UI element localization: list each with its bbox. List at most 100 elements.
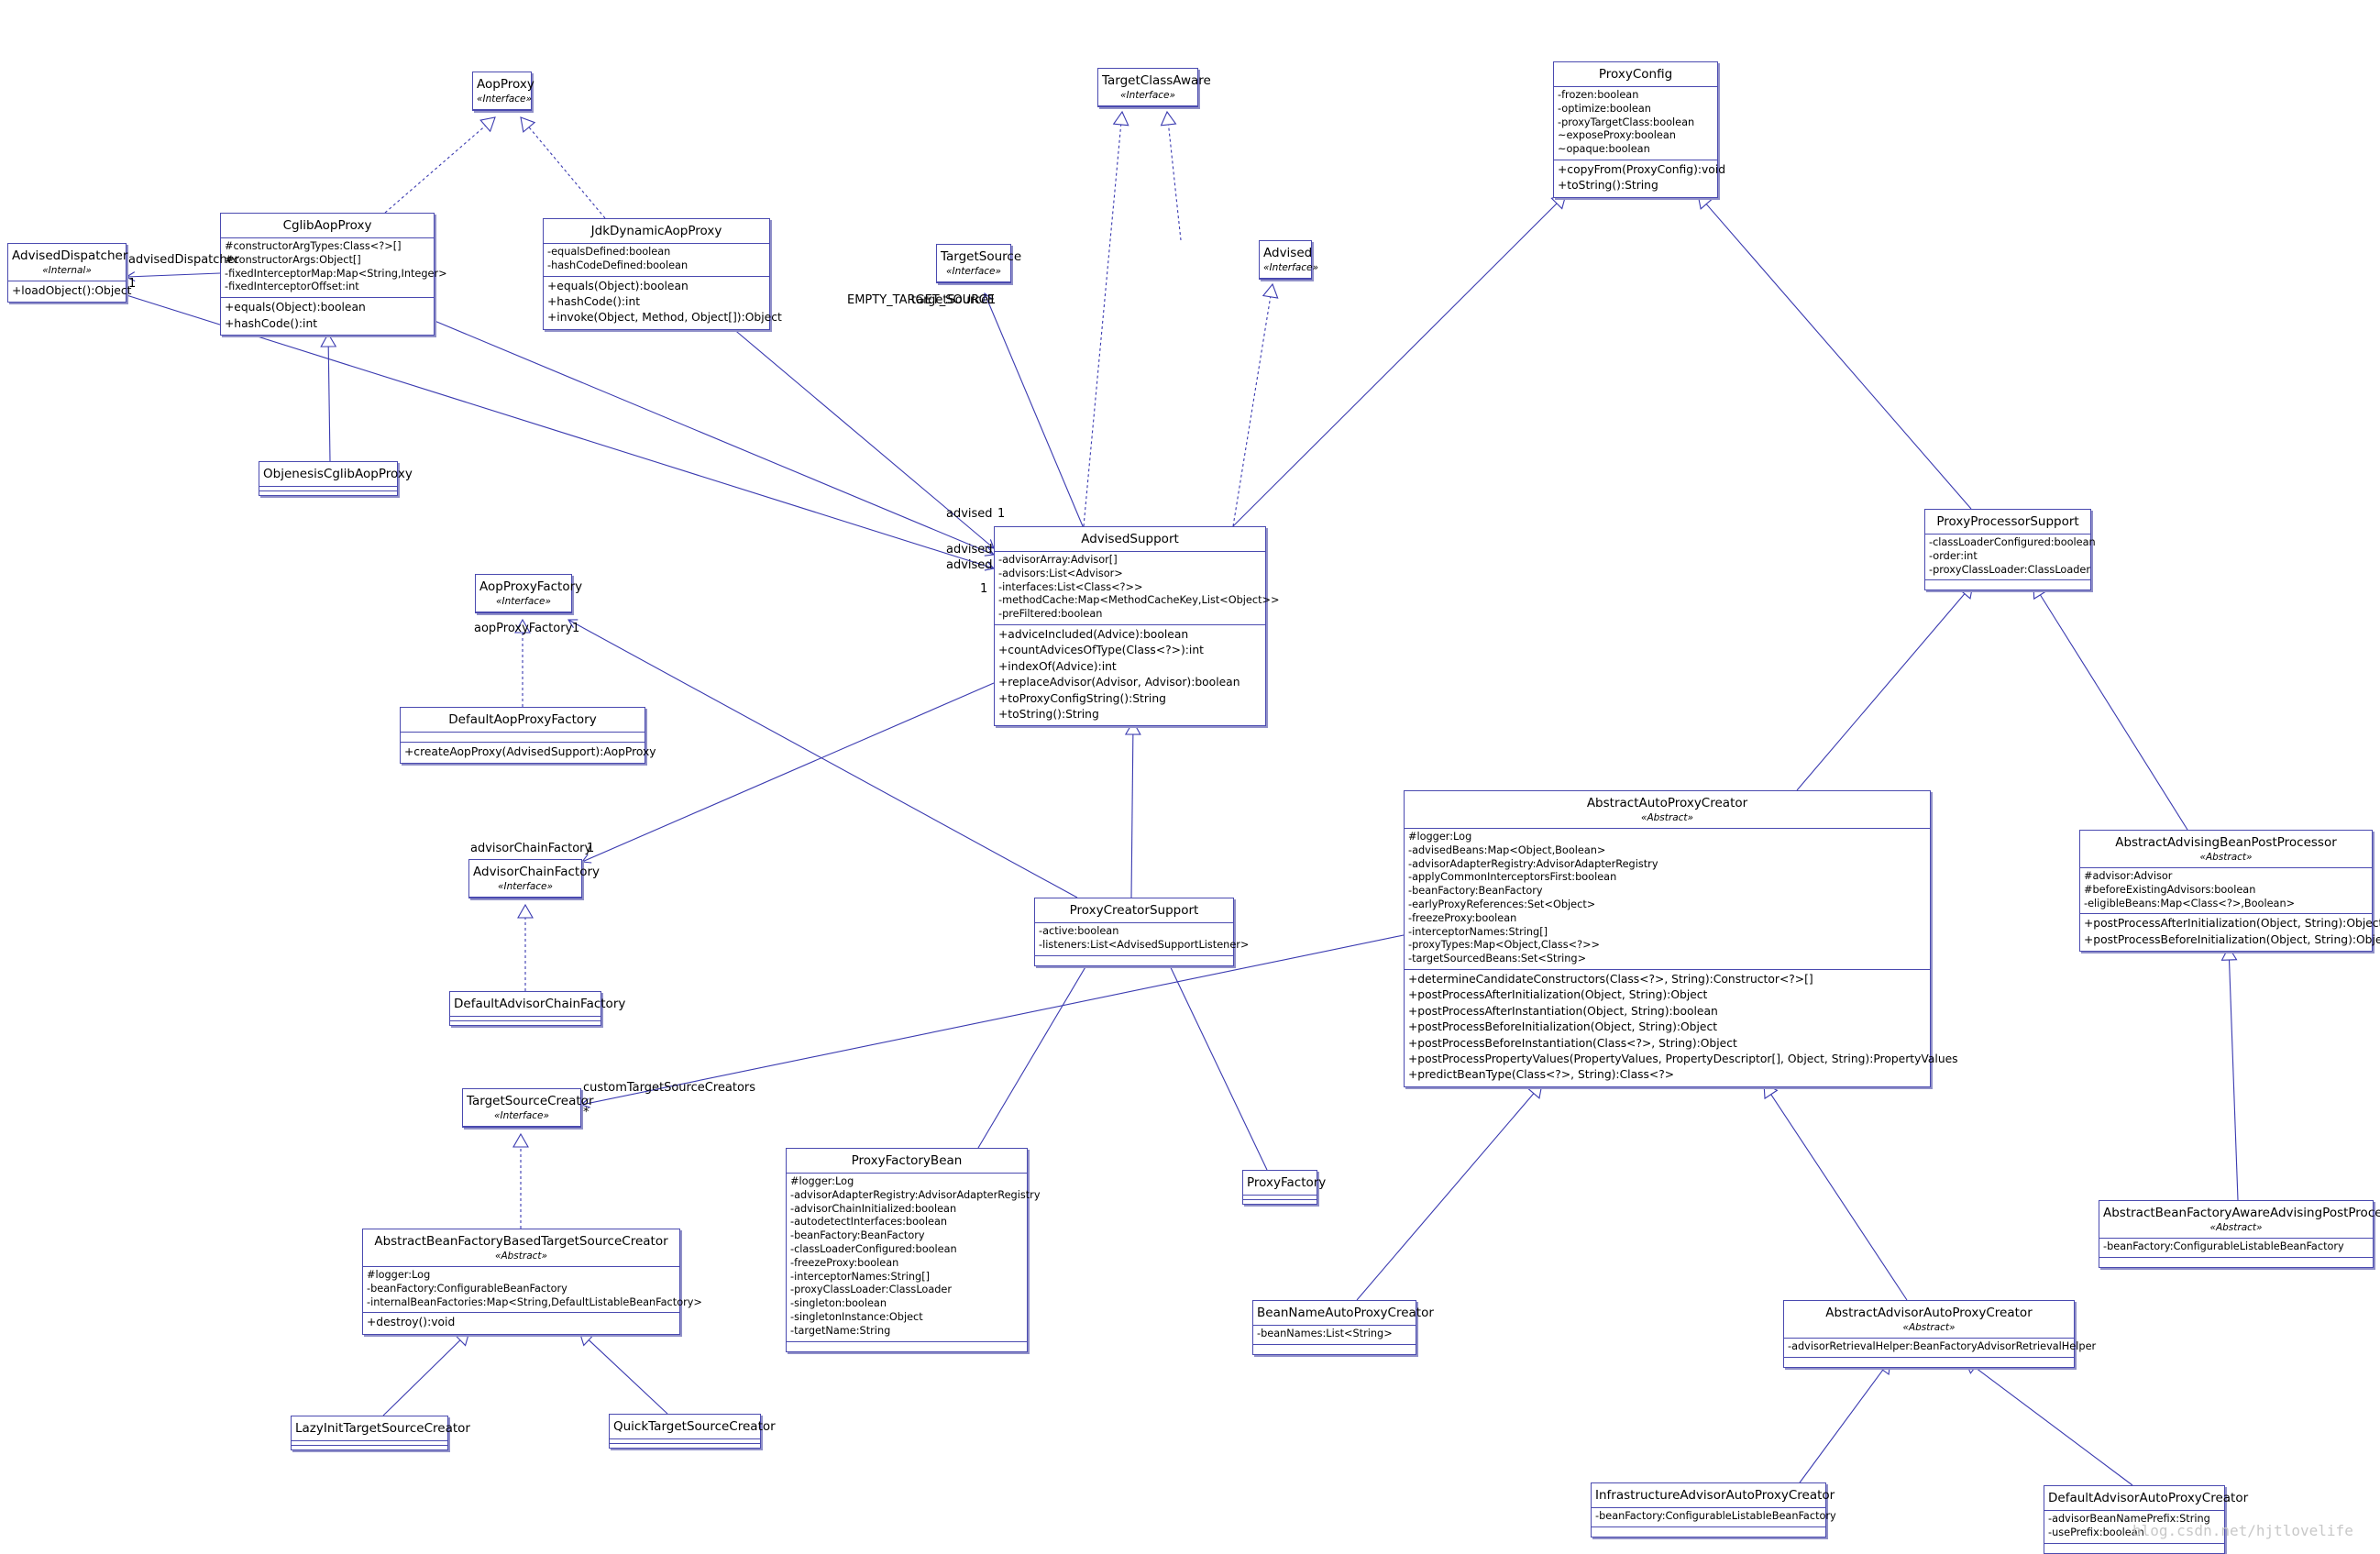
- attribute: #logger:Log: [1408, 831, 1472, 843]
- operation: +invoke(Object, Method, Object[]):Object: [547, 311, 782, 325]
- attribute: #beforeExistingAdvisors:boolean: [2084, 883, 2256, 896]
- role-label-advised-a-mult: 1: [997, 507, 1006, 521]
- class-header: AbstractAdvisingBeanPostProcessor «Abstra…: [2080, 831, 2372, 868]
- generalization-objenesis-cglib-aop-proxy-to-cglib-aop-proxy: [320, 332, 337, 462]
- realization-default-aop-proxy-factory-to-aop-proxy-factory: [514, 618, 531, 707]
- operation: +determineCandidateConstructors(Class<?>…: [1408, 972, 1813, 986]
- class-quick-target-source-creator: QuickTargetSourceCreator: [609, 1414, 776, 1449]
- class-abstract-bean-factory-based-target-source-creator: AbstractBeanFactoryBasedTargetSourceCrea…: [362, 1229, 702, 1335]
- class-name: TargetSource: [941, 249, 1022, 264]
- class-name: AopProxyFactory: [479, 579, 583, 594]
- class-target-source-creator: TargetSourceCreator«Interface»: [462, 1088, 594, 1128]
- class-proxy-factory: ProxyFactory: [1242, 1170, 1327, 1205]
- class-header: LazyInitTargetSourceCreator: [292, 1416, 470, 1441]
- role-label-advised-dispatcher-mult: 1: [128, 277, 137, 291]
- generalization-proxy-creator-support-to-advised-support: [1124, 720, 1141, 898]
- attribute: -freezeProxy:boolean: [790, 1256, 899, 1269]
- attribute: -beanFactory:ConfigurableListableBeanFac…: [1595, 1510, 1836, 1522]
- class-stereotype: «Interface»: [1263, 262, 1318, 273]
- class-name: AdvisedDispatcher: [12, 248, 128, 263]
- attribute: -active:boolean: [1039, 925, 1119, 937]
- attribute: -proxyClassLoader:ClassLoader: [1929, 563, 2091, 576]
- empty-compartment: [1595, 1529, 1822, 1534]
- association-advised-support-to-advisor-chain-factory: [580, 682, 995, 864]
- role-label-advisor-chain-factory-mult: 1: [587, 842, 595, 855]
- attribute: -fixedInterceptorMap:Map<String,Integer>: [225, 267, 447, 280]
- operation: +equals(Object):boolean: [547, 279, 689, 292]
- attribute: -targetName:String: [790, 1324, 891, 1337]
- watermark-text: blog.csdn.net/hjtlovelife: [2132, 1522, 2353, 1539]
- realization-cglib-aop-proxy-to-aop-proxy: [384, 116, 496, 214]
- class-advised: Advised «Interface»: [1259, 240, 1318, 280]
- class-objenesis-cglib-aop-proxy: ObjenesisCglibAopProxy: [259, 461, 413, 496]
- attribute: -beanFactory:ConfigurableBeanFactory: [367, 1282, 567, 1295]
- operation: +predictBeanType(Class<?>, String):Class…: [1408, 1068, 1675, 1082]
- empty-compartment: [1257, 1347, 1412, 1351]
- class-name: ProxyProcessorSupport: [1936, 514, 2079, 529]
- attribute: -freezeProxy:boolean: [1408, 911, 1517, 924]
- operation-compartment: [2099, 1258, 2373, 1267]
- operation: +postProcessAfterInstantiation(Object, S…: [1408, 1004, 1718, 1018]
- class-abstract-advising-bean-post-processor: AbstractAdvisingBeanPostProcessor «Abstra…: [2079, 830, 2380, 953]
- attribute: #logger:Log: [367, 1269, 431, 1281]
- attribute: -hashCodeDefined:boolean: [547, 259, 689, 271]
- class-abstract-auto-proxy-creator: AbstractAutoProxyCreator«Abstract» #logge…: [1404, 790, 1958, 1087]
- class-name: AbstractAdvisingBeanPostProcessor: [2115, 835, 2337, 850]
- class-stereotype: «Interface»: [498, 881, 553, 892]
- realization-abstract-bean-factory-based-target-source-creator-to-target-source-creator: [512, 1132, 529, 1229]
- class-name: ProxyFactory: [1247, 1175, 1327, 1190]
- role-label-advised-bc-mult: 1: [980, 582, 988, 596]
- attribute-compartment: -beanNames:List<String>: [1253, 1326, 1416, 1345]
- role-label-advisor-chain-factory: advisorChainFactory: [470, 842, 592, 855]
- class-stereotype: «Abstract»: [2209, 1222, 2263, 1233]
- operation: +postProcessBeforeInitialization(Object,…: [2084, 932, 2380, 946]
- attribute-compartment: [292, 1441, 447, 1446]
- class-stereotype: «Internal»: [42, 265, 92, 276]
- operation-compartment: [1925, 580, 2090, 590]
- attribute-compartment: -advisorArray:Advisor[]-advisors:List<Ad…: [995, 552, 1279, 625]
- role-label-advised-b: advised: [946, 543, 993, 557]
- class-name: AbstractBeanFactoryAwareAdvisingPostProc…: [2103, 1206, 2380, 1220]
- class-header: InfrastructureAdvisorAutoProxyCreator: [1592, 1483, 1835, 1508]
- class-stereotype: «Interface»: [946, 266, 1001, 277]
- class-abstract-bean-factory-aware-advising-post-processor: AbstractBeanFactoryAwareAdvisingPostProc…: [2099, 1200, 2380, 1268]
- attribute-compartment: -equalsDefined:boolean-hashCodeDefined:b…: [544, 244, 769, 277]
- operation-compartment: +postProcessAfterInitialization(Object, …: [2080, 914, 2380, 951]
- class-name: ObjenesisCglibAopProxy: [263, 467, 413, 481]
- class-header: AdvisorChainFactory«Interface»: [469, 860, 600, 898]
- class-name: DefaultAdvisorAutoProxyCreator: [2048, 1491, 2249, 1505]
- operation-compartment: [1592, 1527, 1825, 1537]
- attribute: -beanFactory:ConfigurableListableBeanFac…: [2103, 1240, 2344, 1252]
- attribute: -equalsDefined:boolean: [547, 246, 671, 258]
- class-header: AdvisedSupport: [995, 527, 1265, 552]
- class-proxy-config: ProxyConfig -frozen:boolean-optimize:bool…: [1553, 61, 1725, 198]
- operation-compartment: +createAopProxy(AdvisedSupport):AopProxy: [401, 743, 656, 763]
- class-header: ProxyConfig: [1554, 62, 1717, 87]
- class-stereotype: «Abstract»: [494, 1251, 548, 1262]
- attribute: -order:int: [1929, 549, 1978, 562]
- attribute: -advisorAdapterRegistry:AdvisorAdapterRe…: [790, 1188, 1041, 1201]
- operation-compartment: [1035, 956, 1233, 965]
- class-header: AbstractAutoProxyCreator«Abstract»: [1405, 791, 1930, 829]
- attribute: ~exposeProxy:boolean: [1558, 129, 1676, 142]
- class-header: AopProxy«Interface»: [473, 72, 534, 110]
- attribute: -internalBeanFactories:Map<String,Defaul…: [367, 1295, 702, 1308]
- class-stereotype: «Abstract»: [1902, 1322, 1956, 1333]
- class-name: AopProxy: [477, 77, 534, 92]
- class-stereotype: «Abstract»: [2199, 852, 2253, 863]
- class-header: ProxyCreatorSupport: [1035, 898, 1233, 923]
- class-name: ProxyConfig: [1598, 67, 1673, 82]
- class-name: DefaultAopProxyFactory: [448, 712, 597, 727]
- role-label-custom-target-source-creators: customTargetSourceCreators: [583, 1081, 756, 1095]
- class-name: Advised: [1263, 246, 1313, 260]
- generalization-abstract-bean-factory-aware-advising-post-processor-to-abstract-advising-bean-post-processor: [2220, 945, 2239, 1201]
- class-header: ObjenesisCglibAopProxy: [259, 462, 413, 487]
- class-cglib-aop-proxy: CglibAopProxy#constructorArgTypes:Class<…: [220, 213, 447, 336]
- class-default-advisor-chain-factory: DefaultAdvisorChainFactory: [449, 991, 625, 1026]
- class-header: BeanNameAutoProxyCreator: [1253, 1301, 1434, 1326]
- attribute-compartment: -frozen:boolean-optimize:boolean-proxyTa…: [1554, 87, 1717, 160]
- realization-advised-to-target-class-aware: [1160, 110, 1182, 241]
- operation-compartment: +equals(Object):boolean+hashCode():int+i…: [544, 277, 782, 329]
- attribute: -beanFactory:BeanFactory: [1408, 885, 1543, 898]
- class-header: TargetSourceCreator«Interface»: [463, 1089, 594, 1127]
